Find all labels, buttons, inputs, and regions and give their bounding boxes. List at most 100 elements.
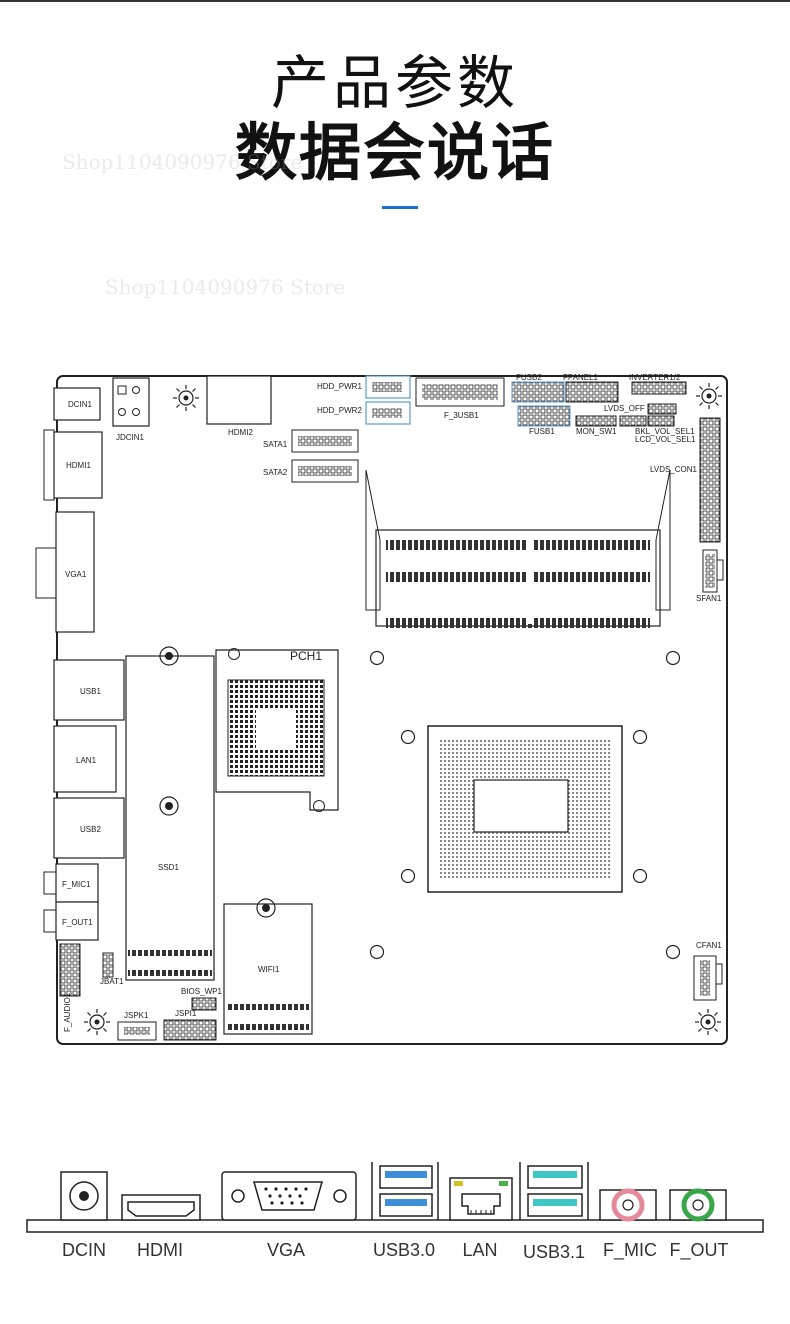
lan1-label: LAN1 [76, 756, 97, 765]
standoff-hole [400, 868, 416, 884]
usb2-label: USB2 [80, 825, 101, 834]
jspk1-label: JSPK1 [124, 1011, 149, 1020]
f-audio1-header: F_AUDIO1 [59, 943, 81, 1032]
vga1-label: VGA1 [65, 570, 87, 579]
hdmi1-connector: HDMI1 [43, 429, 103, 501]
fusb2-header: FUSB2 [511, 373, 565, 403]
hdmi1-label: HDMI1 [66, 461, 91, 470]
sfan1-header: SFAN1 [696, 549, 724, 603]
line-out-jack-icon [669, 1188, 727, 1222]
f-3usb1-header: F_3USB1 [415, 377, 505, 420]
bios-wp1-label: BIOS_WP1 [181, 987, 222, 996]
sfan1-label: SFAN1 [696, 594, 722, 603]
dcin1-connector: DCIN1 [53, 387, 101, 421]
standoff-hole [400, 729, 416, 745]
pch1-chip: PCH1 [215, 648, 339, 812]
hdmi2-connector: HDMI2 [206, 375, 272, 437]
standoff-hole [632, 729, 648, 745]
inverter-header: INVERTER1/2 [629, 373, 687, 395]
dc-jack-icon [60, 1171, 108, 1221]
cfan1-header: CFAN1 [693, 941, 723, 1001]
jbat1-label: JBAT1 [100, 977, 124, 986]
sata1-label: SATA1 [263, 440, 288, 449]
port-label-f-mic: F_MIC [603, 1240, 657, 1261]
usb3-port-icon [371, 1162, 439, 1220]
fusb1-header: FUSB1 [517, 405, 571, 436]
cpu-socket [427, 725, 623, 893]
f-mic1-label: F_MIC1 [62, 880, 91, 889]
jspi1-header: JSPI1 [163, 1009, 217, 1041]
port-label-hdmi: HDMI [137, 1240, 183, 1260]
jspi1-label: JSPI1 [175, 1009, 197, 1018]
title-accent-bar [382, 206, 418, 209]
watermark: Shop1104090976 Store [105, 275, 346, 299]
hdd-pwr2-connector: HDD_PWR2 [317, 401, 411, 425]
dimm-slots [365, 469, 671, 628]
standoff-hole [665, 944, 681, 960]
mic-jack-icon [599, 1188, 657, 1222]
ssd1-m2-slot: SSD1 [125, 646, 215, 981]
lvds-con1-label: LVDS_CON1 [650, 465, 698, 474]
port-label-lan: LAN [462, 1240, 497, 1260]
sata2-label: SATA2 [263, 468, 288, 477]
port-label-dcin: DCIN [62, 1240, 106, 1260]
lvds-con1-connector: LVDS_CON1 [650, 417, 721, 543]
mounting-hole-icon [172, 384, 200, 412]
vga-port-icon [221, 1171, 357, 1221]
f-out1-label: F_OUT1 [62, 918, 93, 927]
usb2-connector: USB2 [53, 797, 125, 859]
lan1-connector: LAN1 [53, 725, 117, 793]
lvds-off-jumper: LVDS_OFF [604, 403, 677, 415]
inverter-label: INVERTER1/2 [629, 373, 681, 382]
rear-io-panel-diagram: DCIN HDMI VGA USB3.0 LAN USB3.1 F_MIC F_… [26, 1162, 764, 1262]
standoff-hole [665, 650, 681, 666]
top-border [0, 0, 790, 2]
port-label-vga: VGA [267, 1240, 305, 1260]
port-label-usb3: USB3.0 [373, 1240, 435, 1260]
page-title: 产品参数 [270, 49, 519, 117]
f-3usb1-label: F_3USB1 [444, 411, 479, 420]
mounting-hole-icon [694, 1008, 722, 1036]
jspk1-header: JSPK1 [117, 1011, 157, 1041]
standoff-hole [369, 650, 385, 666]
f-mic1-jack: F_MIC1 [43, 863, 99, 903]
mounting-hole-icon [695, 382, 723, 410]
page-subtitle: 数据会说话 [234, 116, 555, 189]
port-label-usb31: USB3.1 [523, 1242, 585, 1262]
f-audio1-label: F_AUDIO1 [63, 992, 72, 1032]
mon-sw1-label: MON_SW1 [576, 427, 617, 436]
fusb1-label: FUSB1 [529, 427, 555, 436]
jdcin1-connector: JDCIN1 [112, 377, 150, 442]
pch1-label: PCH1 [290, 649, 322, 663]
hdd-pwr1-connector: HDD_PWR1 [317, 375, 411, 399]
vga1-connector: VGA1 [35, 511, 95, 633]
bkl-vol-sel1-label: BKL_VOL_SEL1 [635, 427, 695, 436]
dcin1-label: DCIN1 [68, 400, 93, 409]
lcd-vol-sel1-label: LCD_VOL_SEL1 [635, 435, 696, 444]
jdcin1-label: JDCIN1 [116, 433, 145, 442]
hdd-pwr2-label: HDD_PWR2 [317, 406, 362, 415]
ssd1-label: SSD1 [158, 863, 179, 872]
usb1-connector: USB1 [53, 659, 125, 721]
hdmi-port-icon [121, 1194, 201, 1221]
port-label-f-out: F_OUT [669, 1240, 728, 1261]
sata1-connector: SATA1 [263, 429, 359, 453]
bkl-vol-sel1-jumper: BKL_VOL_SEL1 LCD_VOL_SEL1 [619, 415, 696, 444]
mon-sw1-header: MON_SW1 [575, 415, 617, 436]
jbat1-jumper: JBAT1 [100, 952, 124, 986]
standoff-hole [369, 944, 385, 960]
usb31-port-icon [519, 1162, 589, 1220]
rj45-port-icon [449, 1177, 513, 1221]
io-panel-base [26, 1219, 764, 1233]
sata2-connector: SATA2 [263, 459, 359, 483]
mounting-hole-icon [83, 1008, 111, 1036]
lvds-off-label: LVDS_OFF [604, 404, 645, 413]
fpanel1-label: FPANEL1 [563, 373, 599, 382]
fusb2-label: FUSB2 [516, 373, 542, 382]
usb1-label: USB1 [80, 687, 101, 696]
wifi1-m2-slot: WIFI1 [223, 898, 313, 1035]
hdmi2-label: HDMI2 [228, 428, 253, 437]
bios-wp1-jumper: BIOS_WP1 [181, 987, 222, 1011]
wifi1-label: WIFI1 [258, 965, 280, 974]
hdd-pwr1-label: HDD_PWR1 [317, 382, 362, 391]
